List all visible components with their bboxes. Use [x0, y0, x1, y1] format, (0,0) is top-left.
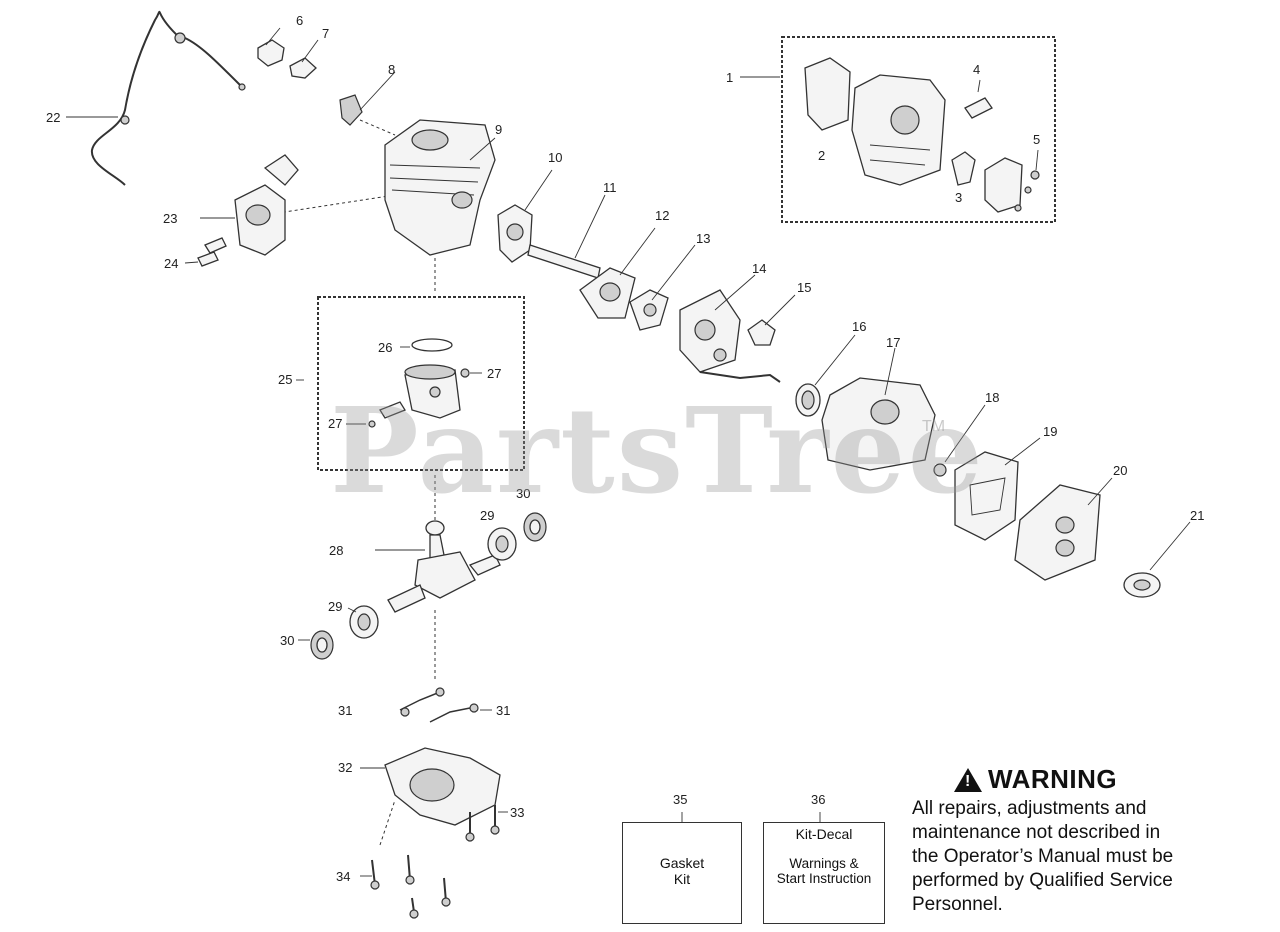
- label-19: 19: [1043, 424, 1057, 439]
- label-10: 10: [548, 150, 562, 165]
- warning-line: performed by Qualified Service: [912, 870, 1173, 891]
- label-23: 23: [163, 211, 177, 226]
- part-3-gasket: [951, 151, 976, 186]
- part-29-bearing-upper: [487, 527, 517, 561]
- label-11: 11: [603, 180, 617, 195]
- label-21: 21: [1190, 508, 1204, 523]
- label-1: 1: [726, 70, 733, 85]
- label-24: 24: [164, 256, 178, 271]
- warning-notice: ! WARNING All repairs, adjustments and m…: [912, 764, 1272, 917]
- part-15-choke-knob: [747, 294, 796, 346]
- part-26-piston-ring: [400, 338, 453, 352]
- label-29b: 29: [328, 599, 342, 614]
- part-17-air-filter-housing: [821, 347, 936, 471]
- label-12: 12: [655, 208, 669, 223]
- part-18-nut: [933, 404, 986, 477]
- part-piston: [404, 364, 461, 419]
- part-33-bolts: [465, 805, 508, 842]
- decal-kit-line2: Start Instruction: [776, 871, 872, 886]
- part-11-intake-tube: [527, 194, 606, 279]
- label-30b: 30: [280, 633, 294, 648]
- decal-kit-box: Kit-Decal Warnings & Start Instruction: [763, 822, 885, 924]
- label-13: 13: [696, 231, 710, 246]
- gasket-kit-line1: Gasket: [659, 855, 705, 871]
- part-28-crankshaft: [375, 520, 501, 613]
- part-24-screws: [184, 237, 227, 267]
- part-32-crankcase: [360, 747, 501, 826]
- trademark-mark: TM: [922, 418, 946, 435]
- warning-title: WARNING: [988, 764, 1118, 794]
- label-34: 34: [336, 869, 350, 884]
- part-29-bearing-lower: [347, 605, 379, 639]
- part-27-circlip: [346, 368, 482, 428]
- part-2-cylinder-assembly: [804, 57, 946, 186]
- part-7-sleeve: [289, 57, 317, 79]
- label-2: 2: [818, 148, 825, 163]
- decal-kit-line1: Warnings &: [789, 856, 859, 871]
- kit-35-number: 35: [673, 792, 688, 807]
- label-22: 22: [46, 110, 60, 125]
- part-12-carburetor-adapter: [579, 227, 656, 319]
- warning-line: maintenance not described in: [912, 822, 1161, 843]
- warning-line: Personnel.: [912, 894, 1003, 915]
- label-29a: 29: [480, 508, 494, 523]
- piston-kit-box: [317, 296, 525, 471]
- label-30a: 30: [516, 486, 530, 501]
- label-27b: 27: [328, 416, 342, 431]
- label-15: 15: [797, 280, 811, 295]
- label-18: 18: [985, 390, 999, 405]
- label-31a: 31: [338, 703, 352, 718]
- part-10-intake-gasket: [497, 169, 553, 263]
- label-16: 16: [852, 319, 866, 334]
- part-31-screws: [399, 687, 492, 723]
- label-7: 7: [322, 26, 329, 41]
- label-5: 5: [1033, 132, 1040, 147]
- warning-triangle-icon: !: [954, 767, 982, 792]
- part-8-spark-plug: [339, 71, 396, 126]
- decal-kit-title: Kit-Decal: [795, 826, 853, 842]
- part-5-muffler: [984, 149, 1040, 213]
- part-21-knob: [1123, 521, 1191, 598]
- part-16-gasket: [795, 334, 856, 417]
- label-17: 17: [886, 335, 900, 350]
- label-28: 28: [329, 543, 343, 558]
- label-6: 6: [296, 13, 303, 28]
- part-34-bolts: [360, 799, 451, 919]
- label-8: 8: [388, 62, 395, 77]
- label-14: 14: [752, 261, 766, 276]
- label-25: 25: [278, 372, 292, 387]
- gasket-kit-box: Gasket Kit: [622, 822, 742, 924]
- label-26: 26: [378, 340, 392, 355]
- part-13-gasket: [629, 244, 696, 331]
- label-27a: 27: [487, 366, 501, 381]
- cylinder-kit-box: [781, 36, 1056, 223]
- label-31b: 31: [496, 703, 510, 718]
- label-9: 9: [495, 122, 502, 137]
- label-33: 33: [510, 805, 524, 820]
- warning-line: the Operator’s Manual must be: [912, 846, 1174, 867]
- warning-line: All repairs, adjustments and: [912, 798, 1147, 819]
- part-30-seal-upper: [523, 512, 547, 542]
- part-4-pin: [964, 79, 993, 119]
- warning-body: All repairs, adjustments and maintenance…: [912, 797, 1272, 917]
- label-32: 32: [338, 760, 352, 775]
- gasket-kit-line2: Kit: [673, 871, 691, 887]
- part-19-air-filter: [954, 437, 1041, 541]
- kit-36-number: 36: [811, 792, 826, 807]
- part-6-nut: [257, 39, 285, 67]
- part-22-wire-harness: [90, 10, 246, 186]
- warning-heading: ! WARNING: [954, 764, 1272, 795]
- label-20: 20: [1113, 463, 1127, 478]
- part-14-carburetor: [679, 274, 781, 383]
- label-4: 4: [973, 62, 980, 77]
- part-9-cylinder: [384, 119, 496, 256]
- part-20-cover: [1014, 477, 1113, 581]
- part-23-ignition-module: [200, 154, 299, 256]
- part-30-seal-lower: [298, 630, 334, 660]
- label-3: 3: [955, 190, 962, 205]
